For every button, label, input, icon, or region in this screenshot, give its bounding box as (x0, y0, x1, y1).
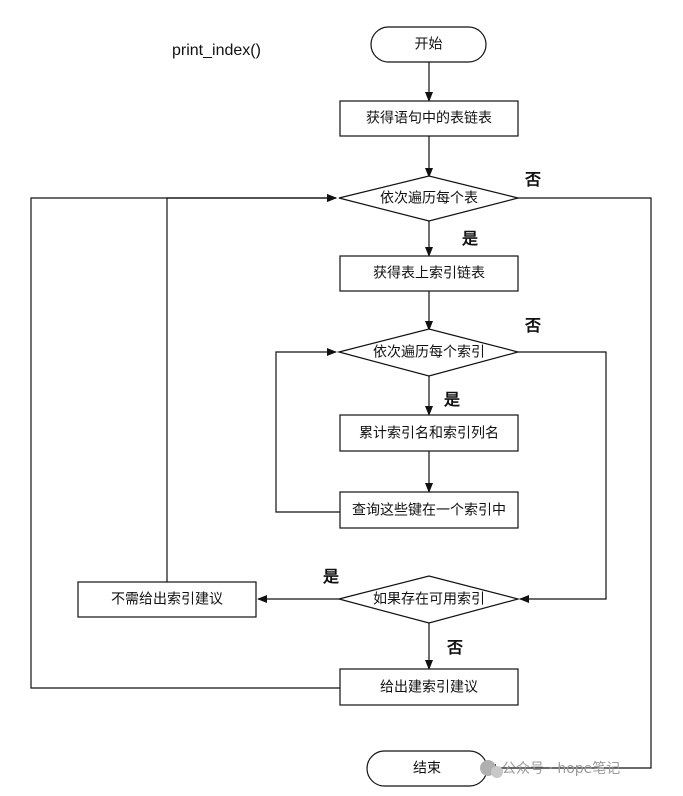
watermark-text: 公众号 · hope笔记 (502, 761, 620, 777)
node-no-suggestion-label: 不需给出索引建议 (111, 591, 223, 608)
edges (30, 62, 652, 772)
function-label: print_index() (172, 42, 261, 59)
label-indexes-yes: 是 (443, 390, 460, 409)
node-get-tables: 获得语句中的表链表 (339, 100, 519, 137)
node-end: 结束 (366, 750, 488, 787)
label-available-yes: 是 (322, 567, 339, 586)
node-give-suggestion: 给出建索引建议 (339, 668, 519, 706)
node-loop-tables-label: 依次遍历每个表 (380, 191, 478, 207)
node-check-keys: 查询这些键在一个索引中 (339, 491, 519, 529)
label-indexes-no: 否 (524, 316, 541, 335)
node-loop-tables: 依次遍历每个表 (338, 175, 519, 222)
node-has-index-label: 如果存在可用索引 (373, 591, 485, 608)
label-available-no: 否 (446, 638, 463, 657)
node-accumulate-label: 累计索引名和索引列名 (359, 425, 499, 442)
node-no-suggestion: 不需给出索引建议 (77, 581, 257, 618)
node-give-suggestion-label: 给出建索引建议 (380, 679, 478, 696)
label-tables-no: 否 (524, 170, 541, 189)
node-end-label: 结束 (413, 761, 441, 777)
node-get-indexes-label: 获得表上索引链表 (373, 265, 485, 282)
node-start: 开始 (370, 26, 487, 63)
node-start-label: 开始 (415, 37, 443, 53)
node-loop-indexes-label: 依次遍历每个索引 (373, 344, 485, 361)
node-has-index: 如果存在可用索引 (336, 575, 521, 624)
label-tables-yes: 是 (461, 229, 478, 248)
wechat-icon (480, 760, 503, 778)
node-loop-indexes: 依次遍历每个索引 (336, 328, 521, 377)
node-check-keys-label: 查询这些键在一个索引中 (352, 502, 506, 519)
node-get-indexes: 获得表上索引链表 (339, 255, 519, 292)
node-accumulate: 累计索引名和索引列名 (339, 414, 519, 452)
node-get-tables-label: 获得语句中的表链表 (366, 110, 492, 127)
watermark: 公众号 · hope笔记 (480, 760, 620, 778)
